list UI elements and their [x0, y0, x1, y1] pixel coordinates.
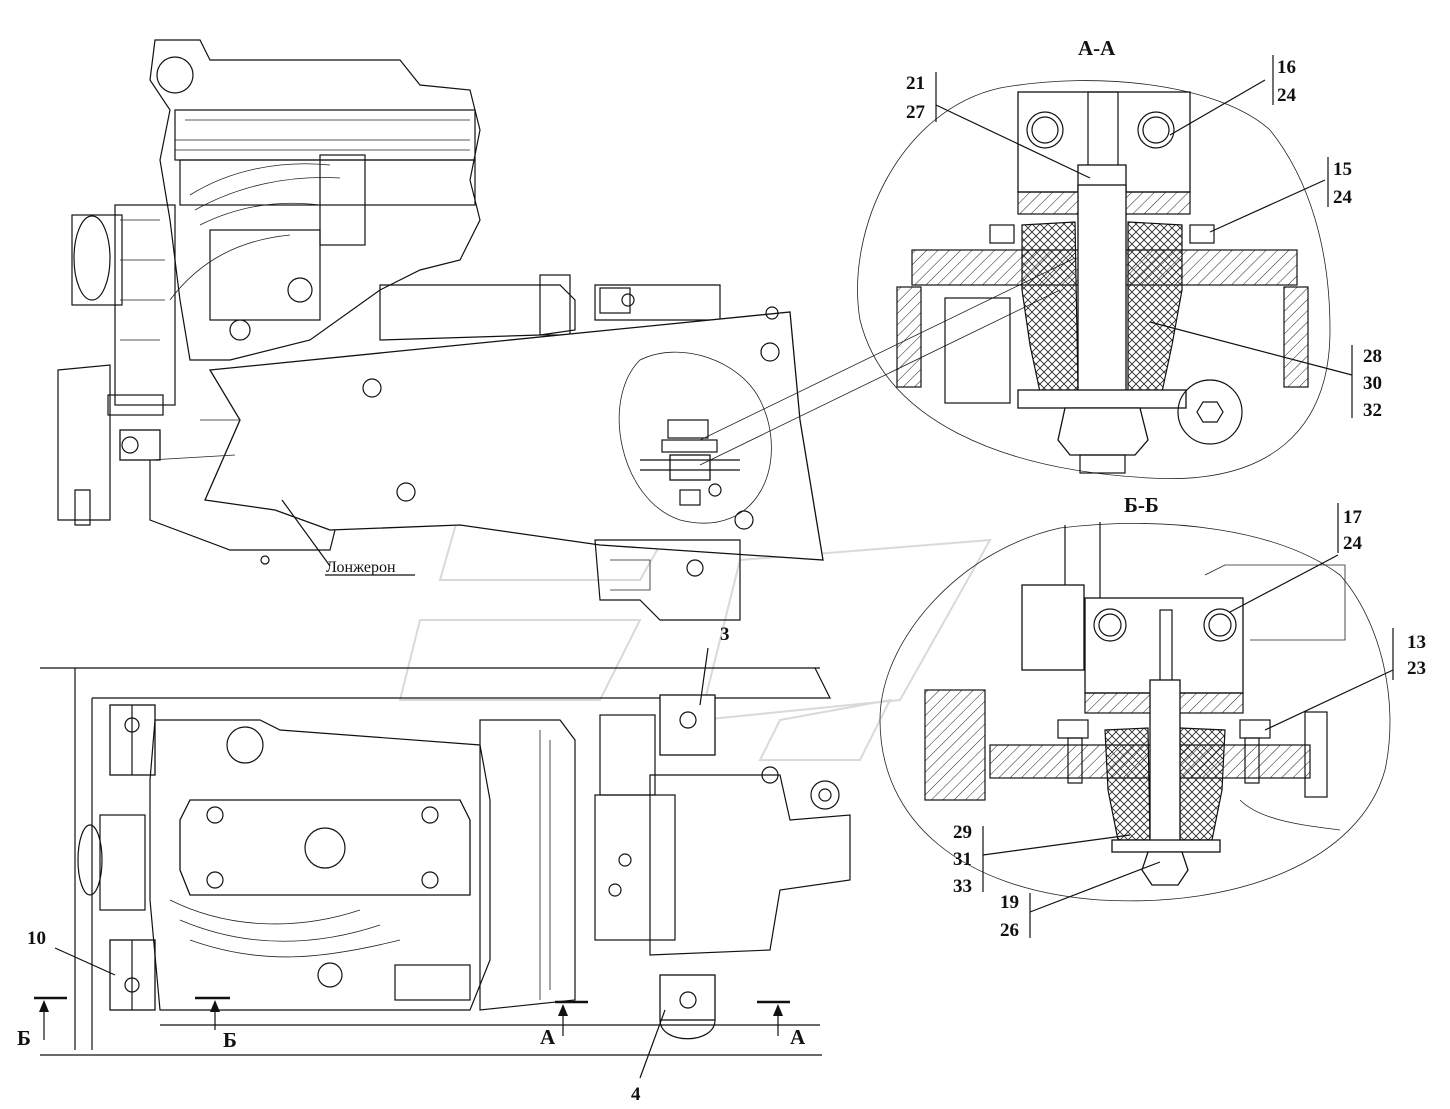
callout-23: 23 — [1407, 658, 1426, 679]
callout-32: 32 — [1363, 400, 1382, 421]
section-aa-detail — [857, 55, 1353, 479]
cut-mark-b-left: Б — [17, 1026, 31, 1050]
callout-3: 3 — [720, 624, 730, 645]
cut-mark-a-left: А — [540, 1025, 556, 1049]
callout-19: 19 — [1000, 892, 1019, 913]
callout-13: 13 — [1407, 632, 1426, 653]
label-longeron: Лонжерон — [326, 559, 396, 576]
callout-28: 28 — [1363, 346, 1382, 367]
section-bb-detail — [879, 503, 1394, 938]
callout-16: 16 — [1277, 57, 1296, 78]
cut-mark-b-right: Б — [223, 1028, 237, 1052]
callout-30: 30 — [1363, 373, 1382, 394]
callout-17: 17 — [1343, 507, 1363, 528]
engine-top-view — [40, 647, 851, 1079]
section-aa-title: А-А — [1078, 36, 1116, 60]
callout-24-top: 24 — [1277, 85, 1297, 106]
callout-27: 27 — [906, 102, 926, 123]
callout-10: 10 — [27, 928, 46, 949]
callout-24-mid: 24 — [1333, 187, 1353, 208]
cut-marks — [34, 996, 790, 1040]
callout-31: 31 — [953, 849, 972, 870]
callout-26: 26 — [1000, 920, 1019, 941]
section-bb-title: Б-Б — [1124, 493, 1159, 517]
callout-4: 4 — [631, 1084, 641, 1105]
callout-21: 21 — [906, 73, 925, 94]
callout-15: 15 — [1333, 159, 1352, 180]
engine-side-view — [57, 39, 1076, 621]
callout-29: 29 — [953, 822, 972, 843]
callout-33: 33 — [953, 876, 972, 897]
cut-mark-a-right: А — [790, 1025, 806, 1049]
callout-24-bb: 24 — [1343, 533, 1363, 554]
